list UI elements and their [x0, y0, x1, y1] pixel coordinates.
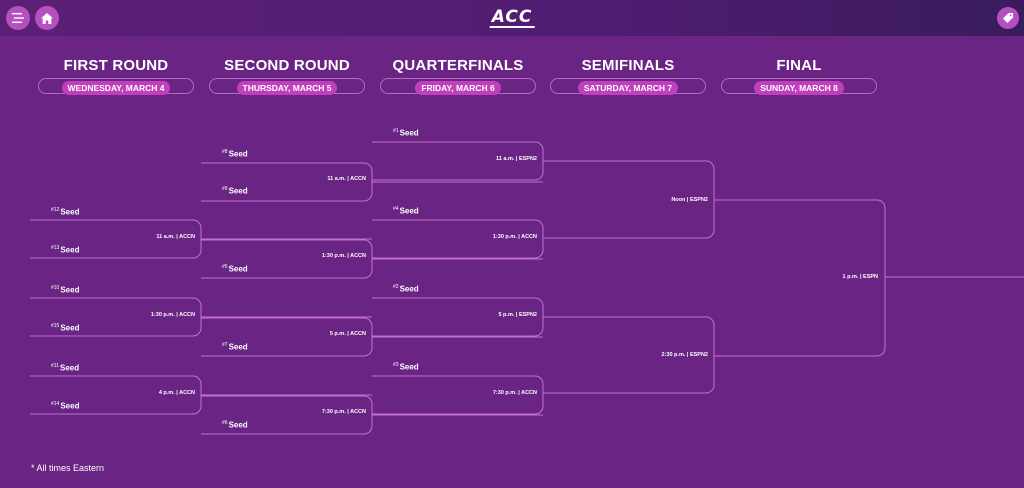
team-slot[interactable]: #3Seed	[393, 362, 419, 372]
team-slot[interactable]: #9Seed	[222, 186, 248, 196]
bracket-match-qf-4	[372, 375, 544, 415]
game-time-network: 11 a.m. | ACCN	[327, 176, 366, 182]
team-slot[interactable]: #5Seed	[222, 264, 248, 274]
round-date: THURSDAY, MARCH 5	[236, 81, 338, 95]
game-time-network: 4 p.m. | ACCN	[158, 390, 195, 396]
game-time-network: 11 a.m. | ACCN	[156, 234, 195, 240]
round-title: SECOND ROUND	[224, 57, 350, 74]
round-title: QUARTERFINALS	[392, 57, 524, 74]
top-bar: ACC	[0, 0, 1024, 36]
team-slot[interactable]: #14Seed	[51, 401, 80, 411]
game-time-network: 1:30 p.m. | ACCN	[150, 312, 195, 318]
round-date: FRIDAY, MARCH 6	[415, 81, 501, 95]
round-date: SATURDAY, MARCH 7	[577, 81, 679, 95]
home-icon	[41, 12, 53, 24]
game-time-network: 5 p.m. | ACCN	[329, 331, 366, 337]
bracket-match-final	[714, 199, 886, 357]
game-time-network: 7:30 p.m. | ACCN	[492, 390, 537, 396]
team-slot[interactable]: #15Seed	[51, 323, 80, 333]
round-header-quarterfinals: QUARTERFINALS FRIDAY, MARCH 6	[380, 57, 536, 102]
game-time-network: 1 p.m. | ESPN	[842, 274, 878, 280]
team-slot[interactable]: #11Seed	[51, 363, 80, 373]
game-time-network: 1:30 p.m. | ACCN	[492, 234, 537, 240]
round-header-semifinals: SEMIFINALS SATURDAY, MARCH 7	[550, 57, 706, 102]
team-slot[interactable]: #6Seed	[222, 420, 248, 430]
team-slot[interactable]: #10Seed	[51, 285, 80, 295]
round-title: SEMIFINALS	[581, 57, 675, 74]
round-title: FIRST ROUND	[63, 57, 169, 74]
game-time-network: 7:30 p.m. | ACCN	[321, 409, 366, 415]
team-slot[interactable]: #7Seed	[222, 342, 248, 352]
home-button[interactable]	[35, 6, 59, 30]
game-time-network: 1:30 p.m. | ACCN	[321, 253, 366, 259]
team-slot[interactable]: #1Seed	[393, 128, 419, 138]
team-slot[interactable]: #8Seed	[222, 149, 248, 159]
game-time-network: 2:30 p.m. | ESPN2	[661, 352, 708, 358]
menu-button[interactable]	[6, 6, 30, 30]
team-slot[interactable]: #2Seed	[393, 284, 419, 294]
footnote: * All times Eastern	[31, 463, 105, 473]
round-date: SUNDAY, MARCH 8	[754, 81, 844, 95]
round-header-second: SECOND ROUND THURSDAY, MARCH 5	[209, 57, 365, 102]
tag-button[interactable]	[997, 7, 1019, 29]
acc-logo[interactable]: ACC	[489, 7, 535, 28]
bracket-match-qf-2	[372, 219, 544, 259]
round-header-first: FIRST ROUND WEDNESDAY, MARCH 4	[38, 57, 194, 102]
bracket-match-sf-2	[543, 316, 715, 394]
team-slot[interactable]: #12Seed	[51, 207, 80, 217]
game-time-network: 11 a.m. | ESPN2	[496, 156, 537, 162]
menu-icon	[12, 13, 24, 23]
game-time-network: Noon | ESPN2	[671, 197, 708, 203]
game-time-network: 5 p.m. | ESPN2	[498, 312, 537, 318]
team-slot[interactable]: #13Seed	[51, 245, 80, 255]
team-slot[interactable]: #4Seed	[393, 206, 419, 216]
tag-icon	[1003, 13, 1013, 23]
round-title: FINAL	[776, 57, 822, 74]
round-date: WEDNESDAY, MARCH 4	[61, 81, 171, 95]
round-header-final: FINAL SUNDAY, MARCH 8	[721, 57, 877, 102]
